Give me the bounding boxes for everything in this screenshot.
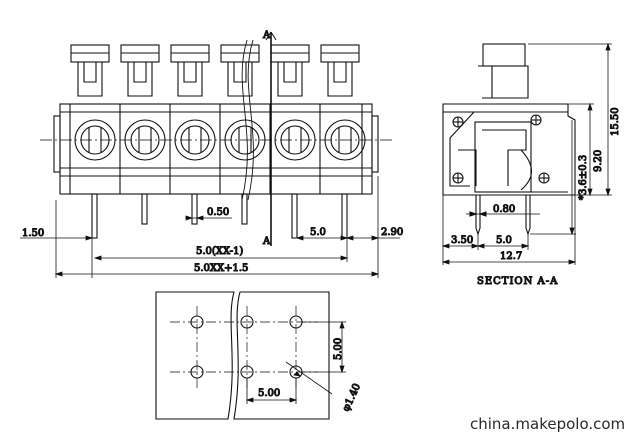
watermark: china.makepolo.com: [470, 415, 625, 433]
lever-row: [70, 44, 360, 97]
section-marker-bottom: A: [262, 236, 271, 247]
dim-pin-width: 0.50: [207, 207, 229, 218]
dim-edge: 2.90: [381, 227, 403, 238]
front-view: A A 1.50 0.50 5.0 2.: [20, 29, 404, 278]
lever-6: [320, 44, 360, 97]
pole-separators: [69, 104, 363, 194]
dim-height-body: 9.20: [593, 150, 604, 172]
lever-4: [220, 44, 260, 97]
screw-marks: [452, 114, 550, 184]
dim-hole: φ1.40: [341, 382, 363, 413]
pcb-holes: [190, 315, 303, 379]
dim-pin-span: 5.0(XX-1): [196, 246, 243, 257]
pcb-layout: 5.00 5.00 φ1.40: [155, 291, 364, 420]
dim-side-left: 3.50: [451, 235, 473, 246]
dim-total: 5.0XX+1.5: [194, 263, 248, 274]
dim-pin-length: *3.6±0.3: [578, 155, 589, 200]
section-marker-top: A: [262, 30, 271, 41]
dim-pin-offset: 1.50: [22, 228, 44, 239]
dim-col-pitch: 5.00: [258, 388, 280, 399]
dim-side-pin-width: 0.80: [493, 204, 515, 215]
dim-row-pitch: 5.00: [333, 338, 344, 360]
front-dimensions: [20, 176, 400, 278]
dim-pitch: 5.0: [310, 227, 326, 238]
dim-height-total: 15.50: [610, 107, 621, 136]
housing-body: [59, 103, 373, 195]
section-label: SECTION A-A: [477, 276, 558, 287]
dim-side-pin-pitch: 5.0: [496, 235, 512, 246]
lever-3: [170, 44, 210, 97]
dim-side-width: 12.7: [500, 251, 522, 262]
lever-2: [120, 44, 160, 97]
lever-5: [270, 44, 310, 97]
lever-1: [70, 44, 110, 97]
break-line: [241, 39, 254, 201]
side-view: 15.50 9.20 *3.6±0.3 0.80 3.50 5.0 12.7 S…: [441, 42, 622, 288]
